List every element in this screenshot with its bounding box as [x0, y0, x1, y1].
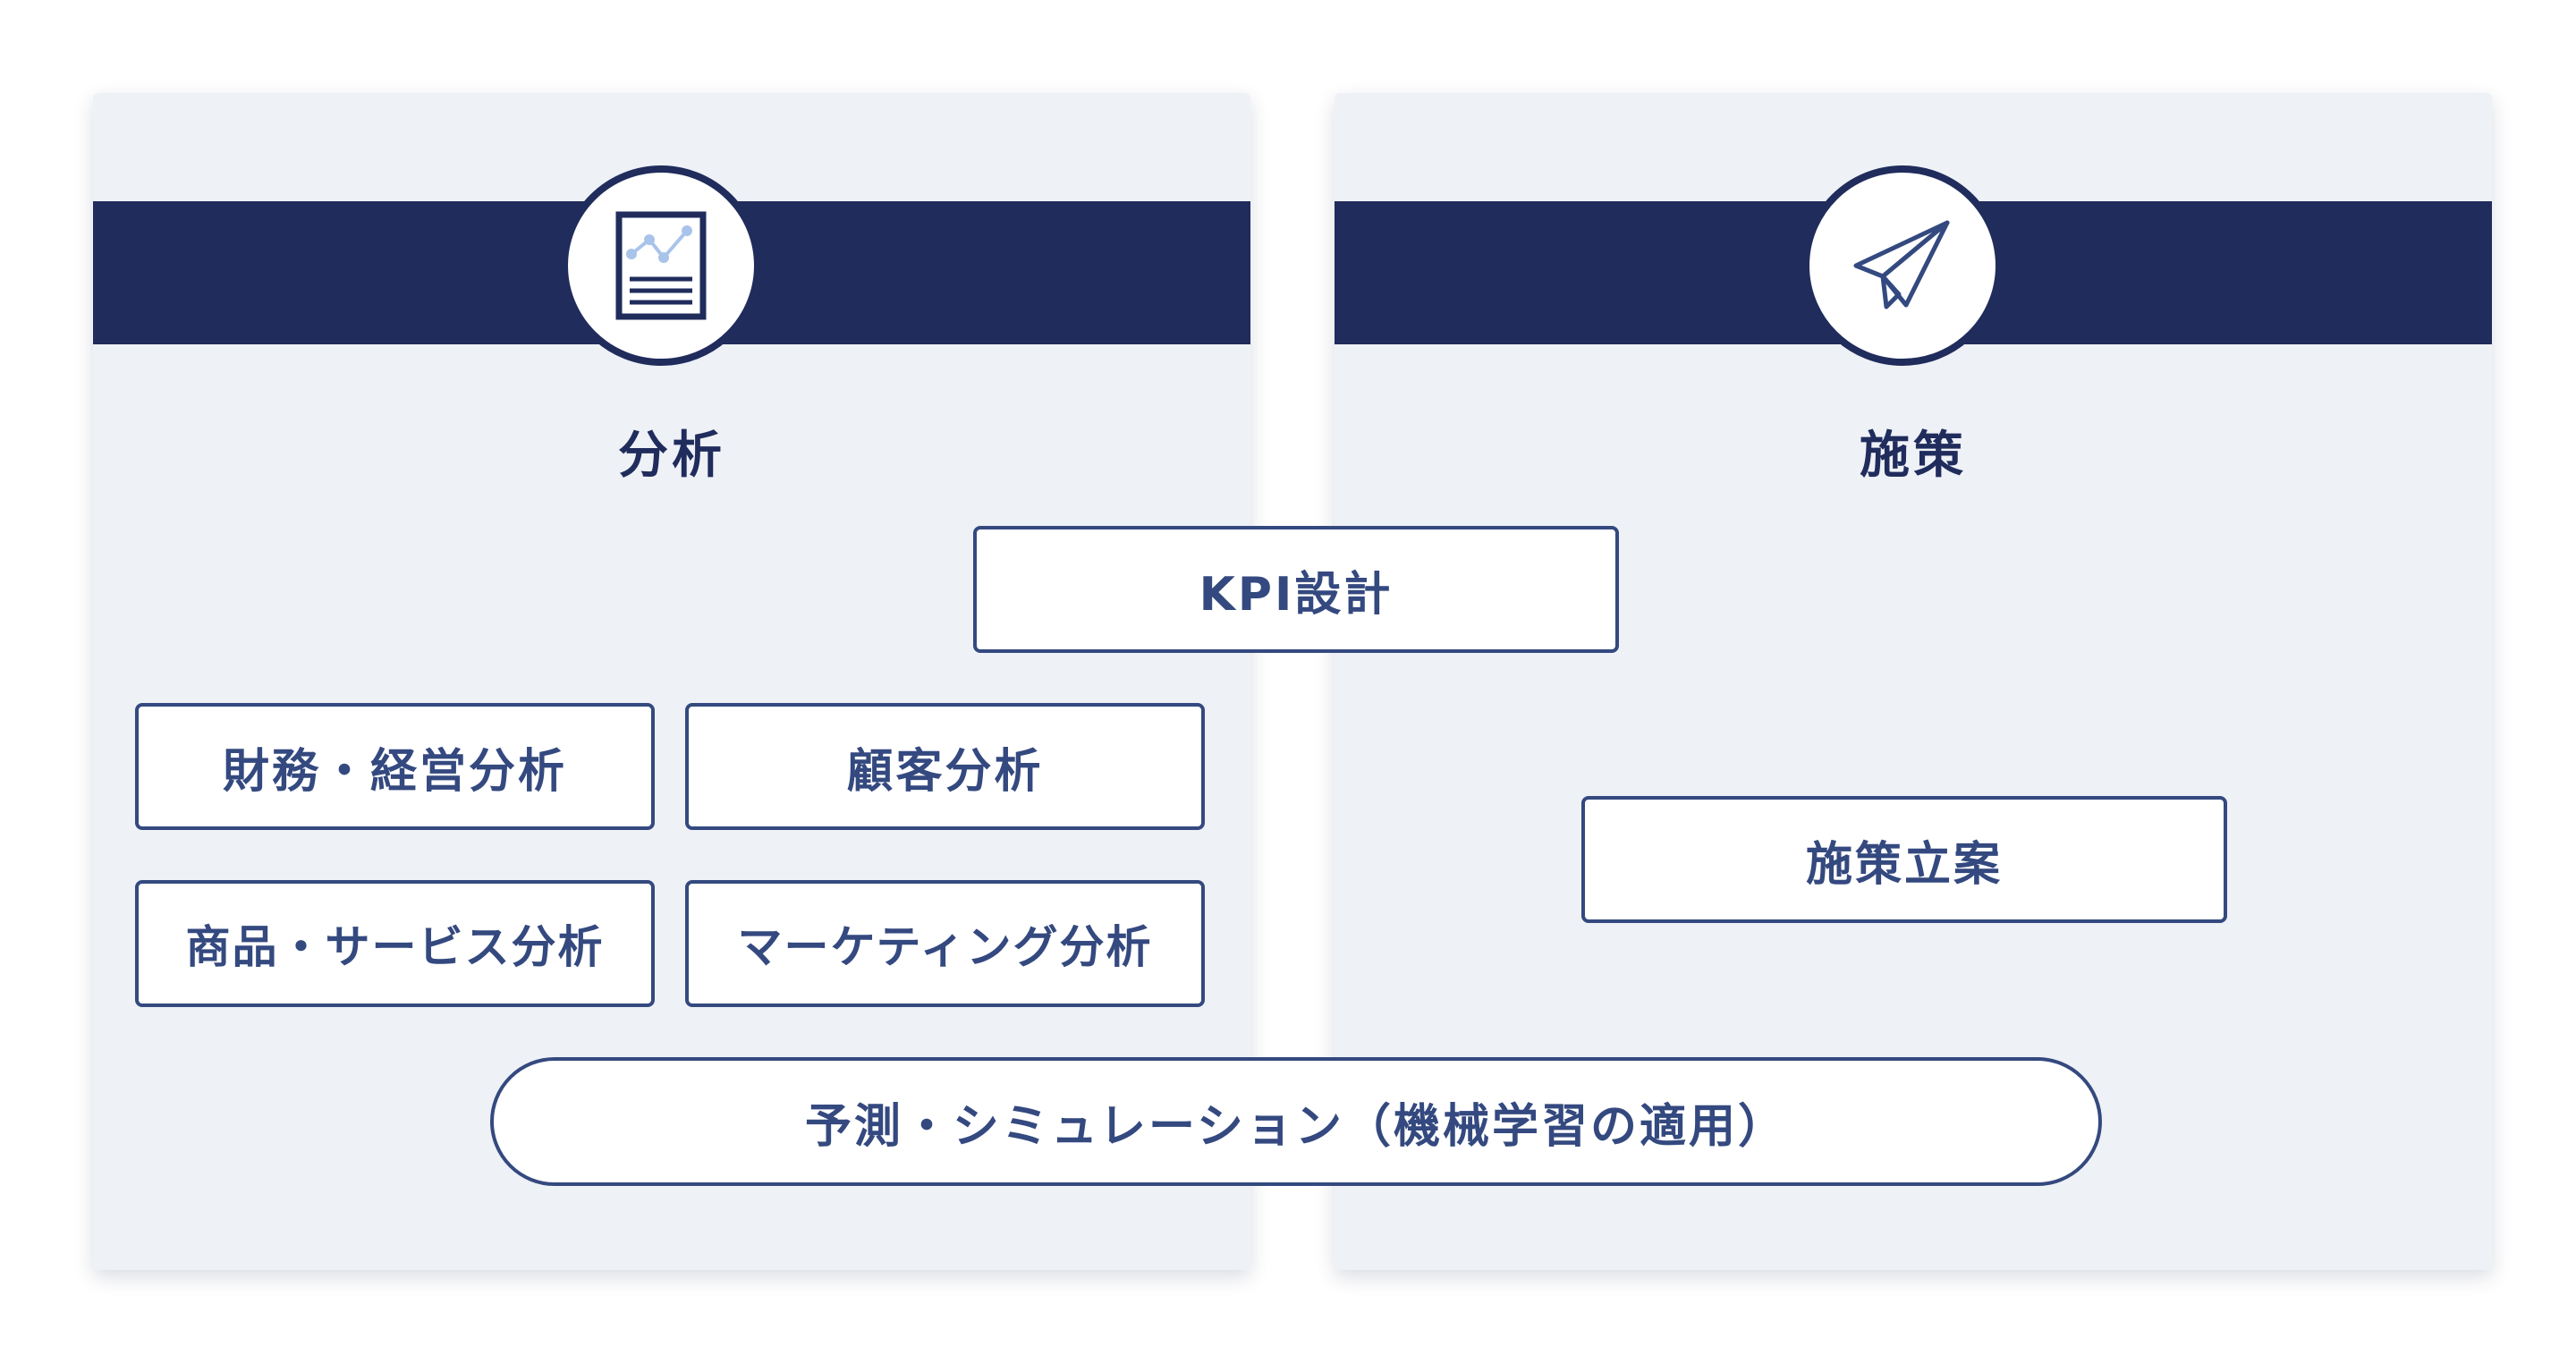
report-chart-icon	[615, 211, 707, 320]
kpi-design-box: KPI設計	[973, 526, 1619, 653]
product-analysis-box: 商品・サービス分析	[135, 880, 655, 1007]
measures-icon-circle	[1802, 165, 2003, 366]
analysis-icon-circle	[561, 165, 761, 366]
paper-plane-icon	[1853, 220, 1950, 309]
customer-analysis-box: 顧客分析	[685, 703, 1205, 830]
measures-title: 施策	[1860, 427, 1967, 485]
analysis-title: 分析	[618, 427, 725, 485]
marketing-analysis-box: マーケティング分析	[685, 880, 1205, 1007]
planning-box: 施策立案	[1581, 796, 2227, 923]
prediction-simulation-pill: 予測・シミュレーション（機械学習の適用）	[490, 1057, 2102, 1186]
financial-analysis-box: 財務・経営分析	[135, 703, 655, 830]
